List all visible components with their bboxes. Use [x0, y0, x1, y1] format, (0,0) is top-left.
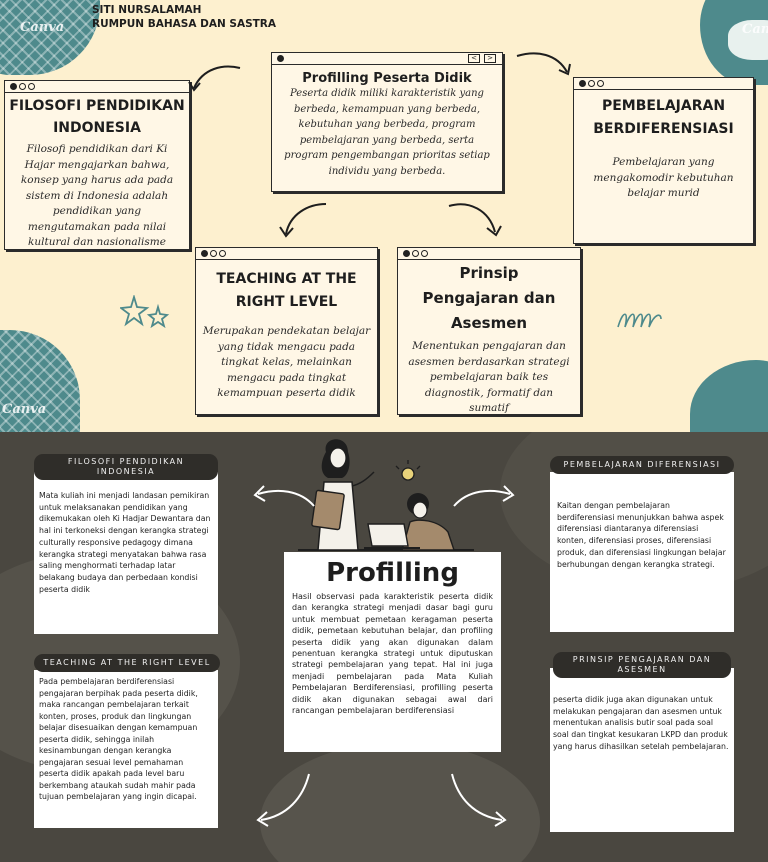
- background-shape: [260, 742, 540, 862]
- author-block: SITI NURSALAMAH RUMPUN BAHASA DAN SASTRA: [92, 3, 276, 31]
- window-dot-icon: [579, 80, 586, 87]
- window-titlebar: [574, 78, 753, 90]
- author-department: RUMPUN BAHASA DAN SASTRA: [92, 18, 277, 30]
- curved-arrow-icon: [188, 65, 241, 92]
- profiling-summary-card: Profilling Hasil observasi pada karakter…: [284, 552, 501, 752]
- curved-arrow-icon: [448, 203, 502, 237]
- filosofi-card: FILOSOFI PENDIDIKAN INDONESIA Filosofi p…: [4, 80, 190, 250]
- window-dot-icon: [28, 83, 35, 90]
- window-dot-icon: [588, 80, 595, 87]
- white-arrow-icon: [453, 485, 515, 507]
- window-dot-icon: [277, 55, 284, 62]
- curved-arrow-icon: [279, 203, 327, 238]
- prinsip-card: Prinsip Pengajaran dan Asesmen Menentuka…: [397, 247, 581, 415]
- filosofi-label-pill: FILOSOFI PENDIDIKAN INDONESIA: [34, 454, 218, 480]
- window-dot-icon: [210, 250, 217, 257]
- tarl-card: TEACHING AT THE RIGHT LEVEL Merupakan pe…: [195, 247, 378, 415]
- bottom-infographic: Profilling Hasil observasi pada karakter…: [0, 432, 768, 862]
- white-arrow-icon: [256, 773, 310, 827]
- prinsip-label-pill: PRINSIP PENGAJARAN DAN ASESMEN: [553, 652, 731, 678]
- window-titlebar: [196, 248, 377, 260]
- window-dot-icon: [201, 250, 208, 257]
- window-titlebar: [5, 81, 189, 93]
- pembelajaran-detail-card: Kaitan dengan pembelajaran berdiferensia…: [550, 472, 734, 632]
- window-dot-icon: [597, 80, 604, 87]
- card-text: Kaitan dengan pembelajaran berdiferensia…: [557, 501, 726, 569]
- scribble-doodle-icon: [617, 313, 662, 328]
- teal-blob-shape: [690, 360, 768, 432]
- card-text: Filosofi pendidikan dari Ki Hajar mengaj…: [20, 143, 174, 248]
- top-infographic: Canva Canva Canva SITI NURSALAMAH RUMPUN…: [0, 0, 768, 432]
- white-arrow-icon: [451, 773, 507, 827]
- star-doodle-icon: [120, 295, 170, 329]
- filosofi-detail-card: Mata kuliah ini menjadi landasan pemikir…: [34, 472, 218, 634]
- card-text: Menentukan pengajaran dan asesmen berdas…: [408, 340, 570, 414]
- window-dot-icon: [10, 83, 17, 90]
- curved-arrow-icon: [516, 52, 571, 76]
- prinsip-detail-card: peserta didik juga akan digunakan untuk …: [550, 668, 734, 832]
- window-titlebar: < >: [272, 53, 502, 65]
- teal-blob-shape: [728, 20, 768, 60]
- window-dot-icon: [219, 250, 226, 257]
- nav-forward-icon: >: [484, 54, 496, 63]
- white-arrow-icon: [253, 485, 315, 507]
- profiling-card: < > Profilling Peserta Didik Peserta did…: [271, 52, 503, 192]
- card-text: Hasil observasi pada karakteristik peser…: [292, 592, 493, 716]
- card-text: Mata kuliah ini menjadi landasan pemikir…: [39, 491, 211, 594]
- canva-watermark: Canva: [742, 22, 768, 37]
- canva-watermark: Canva: [20, 20, 65, 35]
- card-title: PEMBELAJARAN BERDIFERENSIASI: [593, 98, 734, 137]
- card-text: Peserta didik miliki karakteristik yang …: [284, 88, 490, 177]
- window-dot-icon: [403, 250, 410, 257]
- nav-back-icon: <: [468, 54, 480, 63]
- card-title: Profilling Peserta Didik: [302, 71, 472, 86]
- window-dot-icon: [421, 250, 428, 257]
- card-title: TEACHING AT THE RIGHT LEVEL: [216, 271, 357, 310]
- author-name: SITI NURSALAMAH: [92, 4, 202, 16]
- card-title: Prinsip Pengajaran dan Asesmen: [422, 264, 556, 332]
- teal-net-shape: [0, 0, 100, 75]
- teacher-student-illustration: [298, 439, 474, 551]
- card-title: Profilling: [326, 558, 459, 588]
- window-dot-icon: [412, 250, 419, 257]
- card-text: Pembelajaran yang mengakomodir kebutuhan…: [593, 156, 734, 199]
- window-titlebar: [398, 248, 580, 260]
- canva-watermark: Canva: [2, 402, 47, 417]
- window-dot-icon: [19, 83, 26, 90]
- card-text: Pada pembelajaran berdiferensiasi pengaj…: [39, 677, 198, 801]
- card-text: peserta didik juga akan digunakan untuk …: [553, 695, 729, 751]
- pembelajaran-label-pill: PEMBELAJARAN DIFERENSIASI: [550, 456, 734, 474]
- tarl-label-pill: TEACHING AT THE RIGHT LEVEL: [34, 654, 220, 672]
- tarl-detail-card: Pada pembelajaran berdiferensiasi pengaj…: [34, 670, 218, 828]
- card-title: FILOSOFI PENDIDIKAN INDONESIA: [9, 98, 185, 136]
- pembelajaran-card: PEMBELAJARAN BERDIFERENSIASI Pembelajara…: [573, 77, 754, 244]
- card-text: Merupakan pendekatan belajar yang tidak …: [202, 325, 371, 399]
